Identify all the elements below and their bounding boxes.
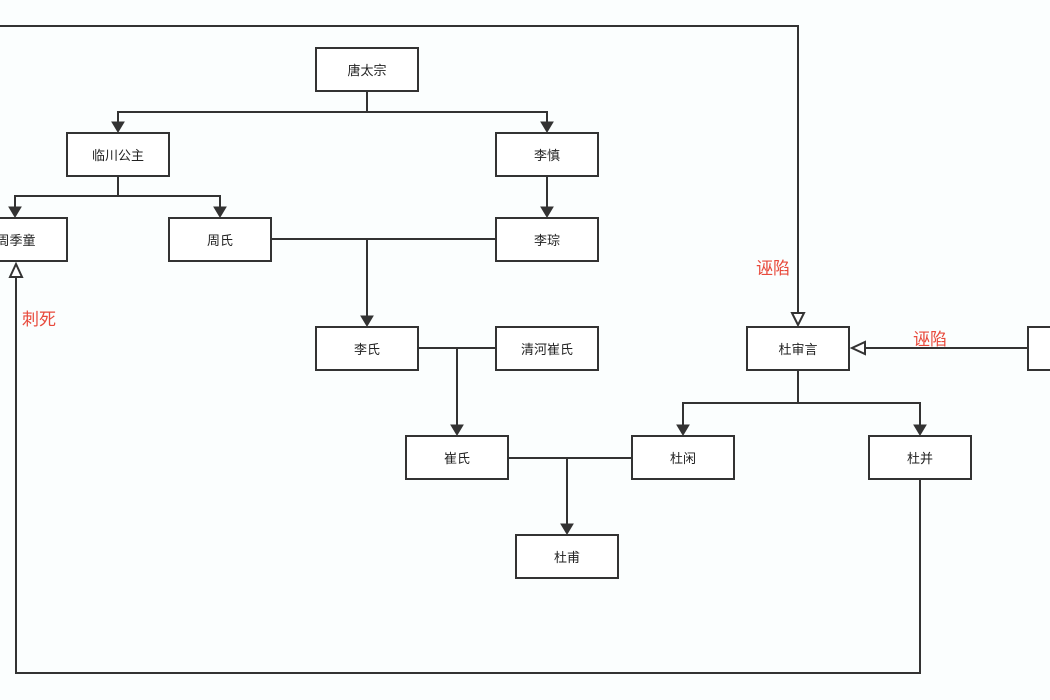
node-linchuan-princess[interactable]: 临川公主 [66, 132, 170, 177]
edge-dubing-stab [15, 277, 921, 674]
arrowhead-to-licong [540, 206, 554, 218]
edge-zhou-li-marriage [271, 238, 496, 316]
node-cui-shi[interactable]: 崔氏 [405, 435, 509, 480]
node-du-fu[interactable]: 杜甫 [515, 534, 619, 579]
node-qinghe-cui[interactable]: 清河崔氏 [495, 326, 599, 371]
arrowhead-open-to-dushenyan-right [849, 340, 866, 356]
arrowhead-to-dubing [913, 424, 927, 436]
arrowhead-open-to-dushenyan-top [790, 312, 806, 328]
edge-linchuan-children [14, 177, 221, 207]
node-du-xian[interactable]: 杜闲 [631, 435, 735, 480]
arrowhead-to-cuishi [450, 424, 464, 436]
arrowhead-to-zhoujitong [8, 206, 22, 218]
node-li-zhen[interactable]: 李慎 [495, 132, 599, 177]
edge-dushenyan-children [682, 370, 921, 425]
node-li-shi[interactable]: 李氏 [315, 326, 419, 371]
edge-lishi-qinghe-marriage [418, 347, 496, 425]
arrowhead-to-lishi [360, 315, 374, 327]
node-du-shenyan[interactable]: 杜审言 [746, 326, 850, 371]
arrowhead-to-linchuan [111, 121, 125, 133]
node-du-bing[interactable]: 杜并 [868, 435, 972, 480]
edge-taizong-children [117, 92, 548, 122]
label-stab: 刺死 [22, 310, 56, 330]
node-right-cut-off[interactable] [1027, 326, 1050, 371]
label-frame-right: 诬陷 [913, 330, 947, 350]
arrowhead-open-to-zhoujitong [8, 261, 24, 278]
arrowhead-to-zhoushi [213, 206, 227, 218]
node-zhou-shi[interactable]: 周氏 [168, 217, 272, 262]
node-tang-taizong[interactable]: 唐太宗 [315, 47, 419, 92]
edge-frame-top-loop [0, 25, 799, 313]
node-li-cong[interactable]: 李琮 [495, 217, 599, 262]
label-frame-top: 诬陷 [756, 259, 790, 279]
arrowhead-to-duxian [676, 424, 690, 436]
arrowhead-to-lizhen [540, 121, 554, 133]
edge-cui-duxian-marriage [509, 457, 631, 524]
node-zhou-jitong[interactable]: 周季童 [0, 217, 68, 262]
arrowhead-to-dufu [560, 523, 574, 535]
